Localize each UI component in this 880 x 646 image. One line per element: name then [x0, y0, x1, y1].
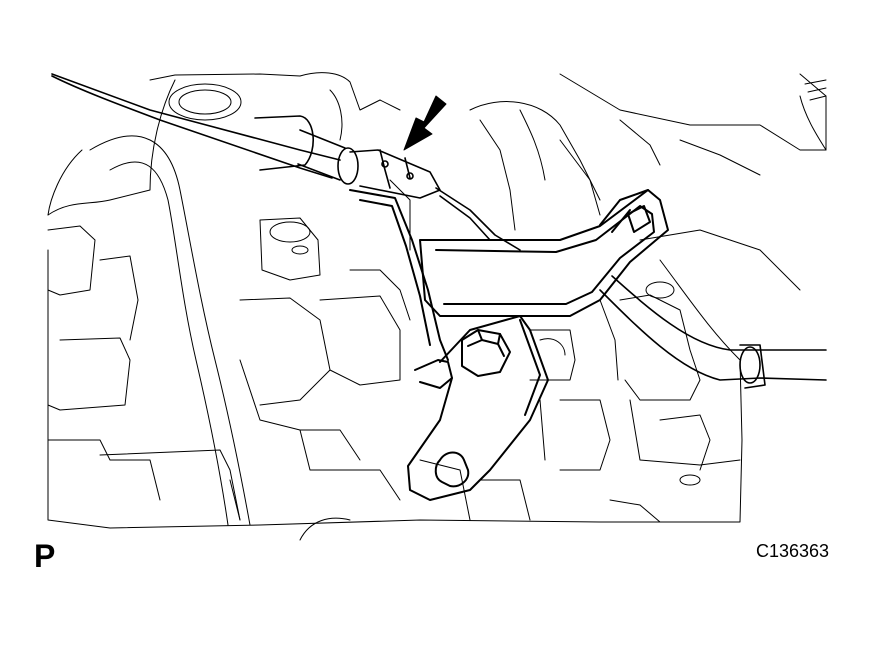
corner-label: P [34, 538, 56, 574]
engine-background [47, 72, 827, 541]
right-hose [599, 275, 827, 389]
cable-bracket [349, 189, 669, 361]
arrow-down-left-icon [403, 95, 447, 151]
cable [51, 73, 521, 251]
shift-lever [407, 315, 549, 501]
figure-code: C136363 [756, 541, 830, 561]
